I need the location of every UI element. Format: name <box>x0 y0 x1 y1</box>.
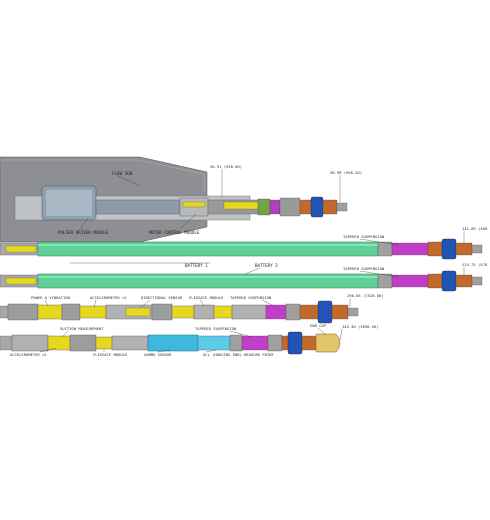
gamma-sensor <box>147 334 199 352</box>
assembly-1: FLOW SUB 36.91 (938.00) 38.98 (990.20) P… <box>0 156 362 243</box>
label-end-cap: END CAP <box>310 323 327 328</box>
tip <box>336 202 348 212</box>
label-suspension: TAPERED SUSPENSION <box>343 266 385 271</box>
label-directional: DIRECTIONAL SENSOR <box>141 295 183 300</box>
label-battery-2: BATTERY 2 <box>255 263 278 268</box>
yellow-sensor <box>223 201 259 210</box>
dim-upper: 36.91 (938.00) <box>210 164 242 169</box>
assembly-2: TAPERED SUSPENSION 141.89 (360 BATTERY 1 <box>0 226 488 268</box>
label-flexgate: FLEXGATE MODULE <box>189 295 224 300</box>
assembly-4: POWER & VIBRATION ACCELEROMETER ×2 DIREC… <box>0 293 384 324</box>
label-pulser-driver: PULSER DRIVER MODULE <box>58 230 109 235</box>
magenta-spring <box>269 199 281 215</box>
pulser-shaft <box>95 199 181 215</box>
dim: 224.75 (570 <box>462 262 488 267</box>
label-accel: ACCELEROMETER ×2 <box>10 352 47 357</box>
dim-tip: 38.98 (990.20) <box>330 170 362 175</box>
label-suspension: TAPERED SUSPENSION <box>230 295 272 300</box>
dim: 296.04 (7520.00) <box>347 293 384 298</box>
label-suction: SUCTION MEASUREMENT <box>60 326 104 331</box>
label-accel: ACCELEROMETER ×2 <box>90 295 127 300</box>
label-suspension: TAPERED SUSPENSION <box>195 326 237 331</box>
dim: 141.89 (360 <box>462 226 488 231</box>
assembly-3: TAPERED SUSPENSION 224.75 (570 BATTERY 2 <box>0 262 488 292</box>
label-power: POWER & VIBRATION <box>31 295 71 300</box>
battery-1 <box>37 241 379 257</box>
label-suspension: TAPERED SUSPENSION <box>343 234 385 239</box>
label-flow-sub: FLOW SUB <box>112 171 133 176</box>
centralizer-blue <box>310 196 324 218</box>
label-battery-1: BATTERY 1 <box>185 263 208 268</box>
assembly-5: SUCTION MEASUREMENT TAPERED SUSPENSION E… <box>0 323 379 357</box>
end-cap <box>315 333 341 353</box>
label-flexgate: FLEXGATE MODULE <box>93 352 128 357</box>
dim: 145.30 (3690.56) <box>342 324 379 329</box>
battery-2 <box>37 273 379 289</box>
label-gamma: GAMMA SENSOR <box>144 352 172 357</box>
label-ucl: UCL (HOUSING END)-MEASURE POINT <box>203 352 275 357</box>
yellow-sensor <box>182 201 206 208</box>
label-motor-control: MOTOR CONTROL MODULE <box>149 230 200 235</box>
